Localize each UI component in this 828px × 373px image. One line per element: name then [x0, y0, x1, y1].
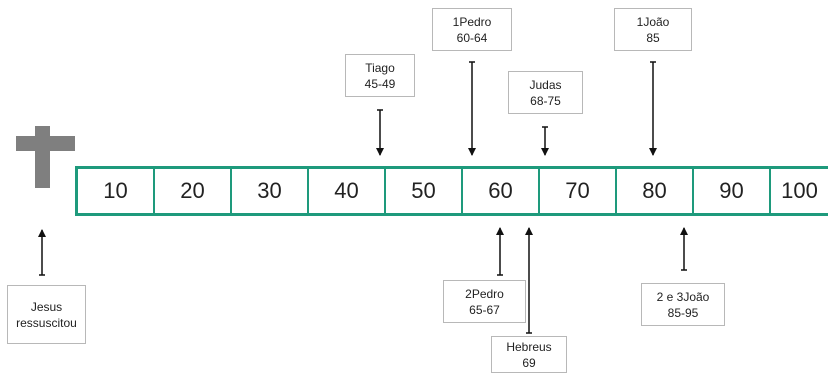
decade-cell: 80: [617, 169, 694, 213]
decade-cell: 10: [78, 169, 155, 213]
arrow-hebreus: [525, 227, 533, 334]
arrow-tiago: [376, 109, 384, 156]
label-1pedro-line1: 1Pedro: [452, 14, 492, 29]
label-2pedro: 2Pedro 65-67: [443, 280, 526, 323]
label-tiago-line2: 45-49: [364, 76, 396, 91]
label-hebreus: Hebreus 69: [491, 336, 567, 373]
decade-cell: 70: [540, 169, 617, 213]
label-2e3joao: 2 e 3João 85-95: [641, 283, 725, 326]
label-jesus: Jesus ressuscitou: [7, 285, 86, 344]
decade-cell: 90: [694, 169, 771, 213]
label-2pedro-line1: 2Pedro: [465, 286, 504, 301]
arrow-1joao: [649, 61, 657, 156]
label-1joao: 1João 85: [614, 8, 692, 51]
decade-cell: 20: [155, 169, 232, 213]
label-jesus-line1: Jesus: [30, 299, 63, 314]
decade-cell: 60: [463, 169, 540, 213]
decade-cell: 50: [386, 169, 463, 213]
label-2pedro-line2: 65-67: [469, 302, 500, 317]
label-tiago: Tiago 45-49: [345, 54, 415, 97]
label-1joao-line2: 85: [646, 30, 660, 45]
arrow-2pedro: [496, 227, 504, 276]
timeline-bar: 10 20 30 40 50 60 70 80 90 100: [75, 166, 828, 216]
arrow-1pedro: [468, 61, 476, 156]
label-1pedro: 1Pedro 60-64: [432, 8, 512, 51]
decade-cell: 100: [781, 178, 818, 203]
label-judas-line1: Judas: [529, 77, 562, 92]
label-hebreus-line1: Hebreus: [506, 339, 552, 354]
arrow-2e3joao: [680, 227, 688, 271]
label-2e3joao-line1: 2 e 3João: [656, 289, 710, 304]
label-2e3joao-line2: 85-95: [667, 305, 699, 320]
decade-cell: 30: [232, 169, 309, 213]
label-1joao-line1: 1João: [636, 14, 670, 29]
arrow-jesus: [38, 229, 46, 276]
decade-cell: 40: [309, 169, 386, 213]
label-tiago-line1: Tiago: [365, 60, 395, 75]
label-hebreus-line2: 69: [522, 355, 536, 370]
label-judas-line2: 68-75: [530, 93, 561, 108]
label-jesus-line2: ressuscitou: [16, 315, 77, 330]
label-judas: Judas 68-75: [508, 71, 583, 114]
arrow-judas: [541, 126, 549, 156]
label-1pedro-line2: 60-64: [456, 30, 488, 45]
